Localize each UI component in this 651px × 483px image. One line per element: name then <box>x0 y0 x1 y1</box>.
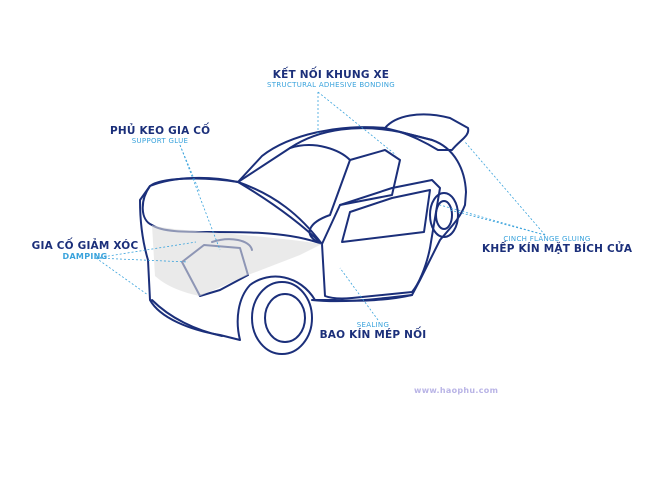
callout-flange-vi: KHẾP KÍN MẶT BÍCH CỬA <box>482 242 633 255</box>
callout-damping-en: DAMPING <box>62 251 108 261</box>
door-outline <box>321 179 441 300</box>
callout-sealing-vi: BAO KÍN MÉP NỐI <box>319 328 427 341</box>
leader-damping-3 <box>95 257 149 296</box>
callout-support-glue-en: SUPPORT GLUE <box>131 136 189 145</box>
hood-outline <box>141 177 323 245</box>
leader-hood <box>179 144 201 194</box>
rocker-line <box>311 294 413 303</box>
spoiler-outline <box>384 113 470 151</box>
door-window <box>341 189 431 243</box>
callout-structural: KẾT NỐI KHUNG XE STRUCTURAL ADHESIVE BON… <box>266 69 396 89</box>
leader-top-2 <box>317 91 397 156</box>
callout-support-glue: PHỦ KEO GIA CỐ SUPPORT GLUE <box>110 125 211 145</box>
engine-bay-shade <box>152 225 322 296</box>
roof-line <box>289 127 433 149</box>
callout-support-glue-vi: PHỦ KEO GIA CỐ <box>110 125 211 137</box>
leader-damping <box>95 257 189 263</box>
callout-structural-vi: KẾT NỐI KHUNG XE <box>272 69 390 81</box>
callout-flange-en: CINCH FLANGE GLUING <box>503 235 591 243</box>
rear-wheel-inner <box>435 200 453 230</box>
rear-window <box>339 149 401 206</box>
callout-damping: GIA CỐ GIẢM XÓC DAMPING <box>30 240 140 261</box>
front-wheel-inner <box>264 293 306 343</box>
callout-sealing-en: SEALING <box>356 321 390 329</box>
leader-sealing <box>339 267 379 321</box>
watermark: www.haophu.com <box>414 386 499 395</box>
callout-damping-vi: GIA CỐ GIẢM XÓC <box>31 240 139 252</box>
callout-sealing: SEALING BAO KÍN MÉP NỐI <box>318 321 428 341</box>
front-wheel <box>251 281 313 355</box>
callout-structural-en: STRUCTURAL ADHESIVE BONDING <box>267 80 395 89</box>
leader-hood-2 <box>179 144 221 251</box>
car-body-outline <box>139 126 467 341</box>
leader-flange <box>464 141 546 236</box>
windshield-outline <box>237 144 351 245</box>
callout-flange: CINCH FLANGE GLUING KHẾP KÍN MẶT BÍCH CỬ… <box>482 235 633 255</box>
leader-damping-2 <box>95 241 197 259</box>
bumper-line <box>151 299 223 337</box>
leader-flange-2 <box>449 209 546 236</box>
rear-wheel <box>429 192 459 238</box>
